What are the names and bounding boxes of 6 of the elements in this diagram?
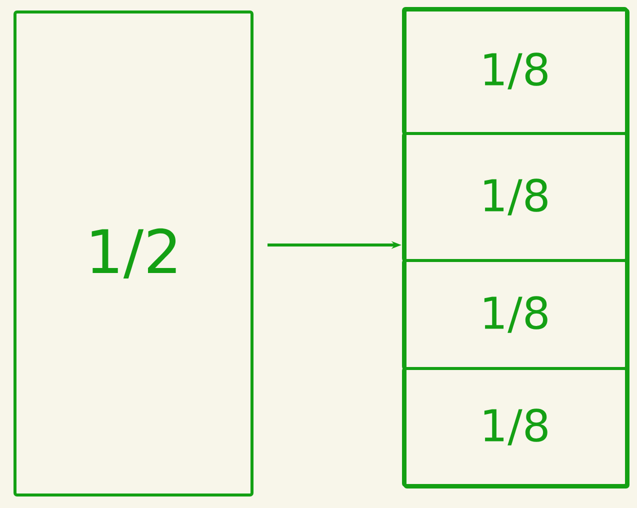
fraction-cell: 1/8 bbox=[402, 7, 628, 135]
fraction-box: 1/2 bbox=[14, 10, 254, 496]
fraction-cell: 1/8 bbox=[402, 132, 628, 262]
fraction-cell: 1/8 bbox=[402, 367, 628, 487]
fraction-cell: 1/8 bbox=[402, 259, 628, 370]
column-box bbox=[404, 8, 630, 488]
